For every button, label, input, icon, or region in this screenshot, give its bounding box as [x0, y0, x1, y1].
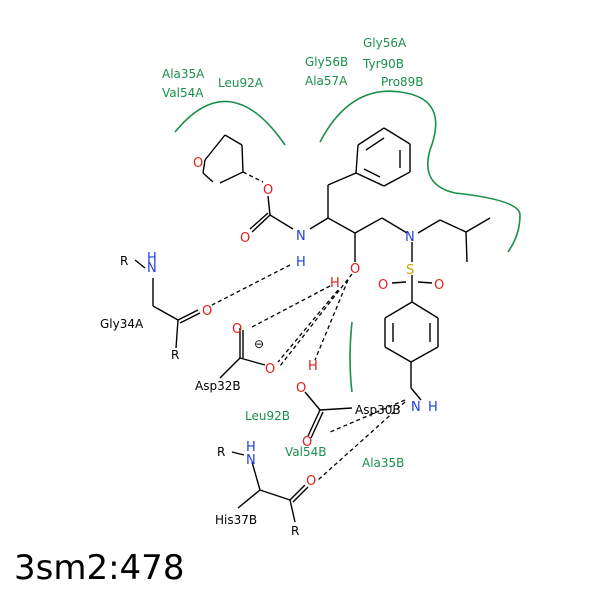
atom-sulfonyl-o1: O	[378, 278, 388, 293]
atom-aniline-h: H	[428, 400, 438, 415]
atom-sulfur: S	[406, 263, 414, 278]
atom-gly34a-r: R	[120, 254, 128, 268]
atom-amide-n: N	[296, 229, 306, 244]
atom-labels: O O O N H O H N S O O N H R N H O R O O …	[120, 156, 444, 538]
residue-his37b: His37B	[215, 513, 257, 527]
atom-asp32b-charge: ⊖	[254, 337, 264, 351]
residue-asp32b: Asp32B	[195, 379, 241, 393]
atom-his37b-n: N	[246, 453, 256, 468]
atom-gly34a-o: O	[202, 304, 212, 319]
hbond-oh-asp32b-1	[249, 285, 331, 329]
hydrophobic-arcs	[174, 90, 521, 393]
atom-his37b-o: O	[306, 474, 316, 489]
ligand-bonds	[202, 127, 491, 401]
hbond-o-asp32b	[279, 273, 353, 367]
residue-val54a: Val54A	[162, 86, 204, 100]
residue-gly56a: Gly56A	[363, 36, 407, 50]
atom-his37b-r2: R	[291, 524, 299, 538]
residue-leu92a: Leu92A	[218, 76, 264, 90]
atom-gly34a-r2: R	[171, 348, 179, 362]
residue-asp30b: Asp30B	[355, 403, 401, 417]
hydrophobic-arc-left	[174, 100, 286, 146]
atom-asp32b-o2: O	[265, 362, 275, 377]
atom-his37b-h: H	[246, 440, 256, 455]
atom-sulfonamide-n: N	[405, 230, 415, 245]
hbond-nh-his37b	[317, 401, 406, 481]
atom-aniline-n: N	[411, 400, 421, 415]
atom-ester-o: O	[263, 183, 273, 198]
atom-carbonyl-o: O	[240, 231, 250, 246]
atom-his37b-r: R	[217, 445, 225, 459]
hbond-nh-gly34a	[211, 264, 291, 306]
residue-pro89b: Pro89B	[381, 75, 424, 89]
atom-thf-o: O	[193, 156, 203, 171]
hydrophobic-arc-inner	[349, 321, 353, 393]
atom-asp30b-o1: O	[296, 381, 306, 396]
atom-asp30b-o2: O	[302, 435, 312, 450]
atom-sulfonyl-o2: O	[434, 278, 444, 293]
hbond-o-asp30b	[314, 279, 349, 361]
atom-hydroxyl-h: H	[330, 276, 340, 291]
residue-tyr90b: Tyr90B	[362, 57, 404, 71]
residue-ala35b: Ala35B	[362, 456, 404, 470]
atom-asp30b-h: H	[308, 359, 318, 374]
hydrogen-bonds	[211, 264, 406, 481]
atom-asp32b-o1: O	[232, 322, 242, 337]
residue-ala35a: Ala35A	[162, 67, 205, 81]
residue-bonds	[134, 259, 353, 523]
residue-gly34a: Gly34A	[100, 317, 144, 331]
residue-ala57a: Ala57A	[305, 74, 348, 88]
hbond-oh-asp32b-2	[277, 289, 339, 363]
atom-gly34a-n: N	[147, 261, 157, 276]
atom-amide-h: H	[296, 255, 306, 270]
pdb-ligand-label: 3sm2:478	[14, 548, 185, 588]
residue-leu92b: Leu92B	[245, 409, 290, 423]
atom-gly34a-h: H	[147, 251, 157, 266]
atom-hydroxyl-o: O	[350, 262, 360, 277]
residue-val54b: Val54B	[285, 445, 326, 459]
residue-labels: Ala35A Val54A Leu92A Gly56B Ala57A Gly56…	[100, 36, 424, 527]
residue-gly56b: Gly56B	[305, 55, 348, 69]
hydrophobic-arc-right	[319, 90, 521, 253]
